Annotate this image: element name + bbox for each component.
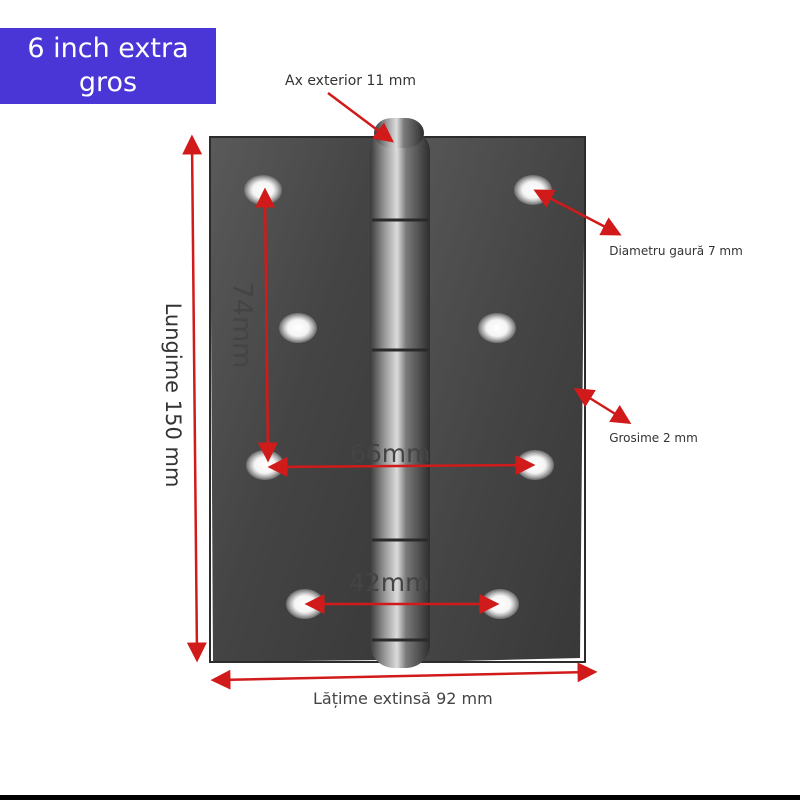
hinge-left-leaf — [210, 137, 385, 662]
screw-hole — [514, 175, 552, 205]
screw-hole — [478, 313, 516, 343]
inner-hole-spacing-label: 42mm — [349, 568, 430, 597]
thickness-arrow — [573, 388, 632, 424]
axle-diameter-label: Ax exterior 11 mm — [285, 73, 417, 89]
thickness-label: Grosime 2 mm — [609, 431, 698, 445]
screw-hole — [244, 175, 282, 205]
width-label: Lățime extinsă 92 mm — [313, 689, 493, 708]
vertical-spacing-label: 74mm — [226, 281, 258, 369]
spacing-74-arrow — [255, 187, 278, 463]
title-badge: 6 inch extra gros — [0, 28, 216, 104]
outer-hole-spacing-label: 66mm — [350, 439, 431, 468]
hole-diameter-label: Diametru gaură 7 mm — [609, 244, 743, 258]
hole-diameter-arrow — [533, 189, 622, 236]
spacing-66-arrow — [267, 455, 536, 477]
length-label: Lungime 150 mm — [161, 302, 185, 488]
width-arrow — [210, 662, 598, 690]
hinge-right-leaf — [420, 138, 585, 662]
axle-arrow — [327, 92, 394, 143]
bottom-border — [0, 795, 800, 800]
screw-hole — [246, 450, 284, 480]
screw-hole — [279, 313, 317, 343]
length-arrow — [182, 134, 207, 663]
